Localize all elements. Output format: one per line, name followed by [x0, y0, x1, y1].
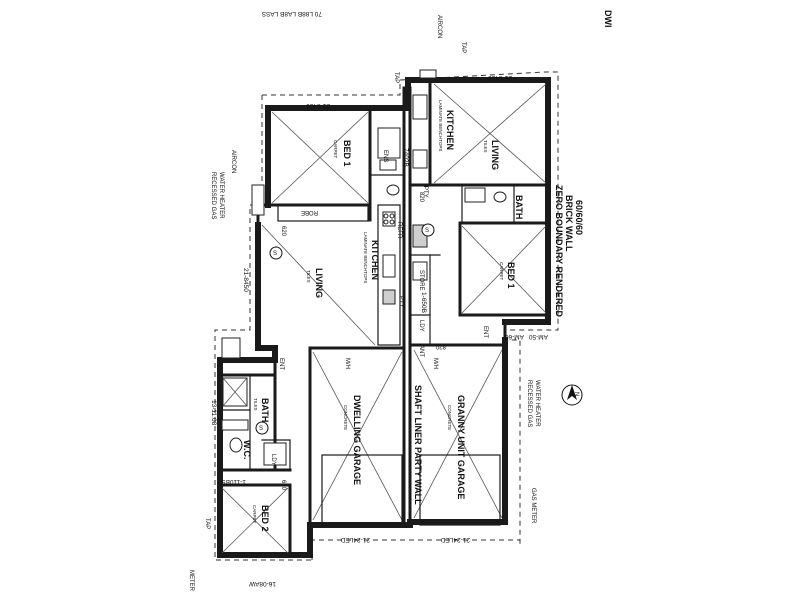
smoke-alarm-living-left: [269, 246, 283, 260]
ens-label: ENS: [382, 150, 388, 162]
meter-note: METER: [188, 570, 194, 592]
bed2-label: BED 2: [260, 505, 270, 532]
north-label: N: [573, 392, 579, 396]
smoke-alarm-left: [255, 421, 269, 435]
mh-right-label: M/H: [432, 358, 438, 369]
dim-door-4: 620: [280, 480, 286, 491]
water-heater-left: [251, 184, 265, 216]
party-wall: [402, 86, 412, 527]
garage-unit-finish: CONCRETE: [447, 405, 452, 430]
ceiling-diagonals: [221, 83, 547, 554]
ldy-left-label: LDY: [270, 454, 276, 466]
external-walls: [217, 77, 551, 558]
ant-label: ANT: [418, 345, 424, 357]
bath-left-label: BATH: [260, 398, 270, 422]
living-left-finish: TILES: [306, 270, 311, 283]
pantry-left: [382, 289, 396, 305]
refr-label: REFR: [396, 222, 402, 239]
dim-bottom-2: 21-24LED: [440, 536, 470, 543]
boundary-note-3: 60/60/60: [574, 200, 584, 235]
garage-dwelling-label: DWELLING GARAGE: [352, 395, 362, 485]
smoke-alarms: S S S: [255, 223, 435, 435]
dim-right-mid: AM-60: [504, 333, 524, 340]
bed1-right-finish: CARPET: [499, 262, 504, 281]
bed2-finish: CARPET: [252, 505, 257, 524]
ldy-right-label: LDY: [418, 320, 424, 332]
robe-left-label: ROBE: [301, 209, 318, 215]
bed1-right-label: BED 1: [506, 262, 516, 289]
kitchen-left-note: LAMINATE BENCHTOPS: [363, 232, 368, 283]
sink-right: [412, 94, 428, 120]
dim-bottom-left: 16-08AW: [248, 580, 276, 587]
laundry-tub-left: [263, 442, 287, 466]
toilet-ens: [386, 184, 400, 196]
tap-bottom-note: TAP: [204, 518, 210, 529]
smoke-label-1: S: [273, 251, 277, 257]
living-right-label: LIVING: [490, 140, 500, 170]
shower-ens: [377, 127, 401, 159]
basin-right: [464, 187, 486, 203]
tap-top-note: TAP: [460, 42, 466, 53]
smoke-label-2: S: [425, 228, 429, 234]
pty-right-label: PTY: [422, 186, 428, 198]
dim-bath: 1-110B5: [222, 478, 246, 485]
boundary-note-2: BRICK WALL: [564, 195, 574, 252]
smoke-label-3: S: [259, 426, 263, 432]
north-arrow-icon: N: [561, 384, 583, 406]
bath-right-label: BATH: [514, 195, 524, 219]
gas-right-note: RECESSED GAS: [526, 380, 532, 427]
dim-door-2: 820: [418, 192, 424, 203]
aircon-top-note: AIRCON: [436, 15, 442, 38]
aircon-left-note: AIRCON: [230, 150, 236, 173]
bath-left-finish: TILES: [253, 398, 258, 411]
kitchen-right-label: KITCHEN: [445, 110, 455, 150]
aircon-unit-top: [419, 69, 437, 79]
boundary-note: ZERO BOUNDARY RENDERED: [554, 185, 564, 318]
dim-left-mid: 21-8450: [242, 268, 249, 292]
gas-left-note-2: WATER HEATER: [218, 172, 224, 219]
garage-unit-label: GRANNY UNIT GARAGE: [456, 395, 466, 499]
store-label: STORE: [418, 270, 424, 291]
dim-kit: 7402B: [402, 148, 409, 167]
gas-meter-note: GAS METER: [530, 488, 536, 524]
kitchen-right-note: LAMINATE BENCHTOPS: [438, 100, 443, 151]
dim-living: 1-650B: [420, 292, 427, 313]
ent-right-label: ENT: [482, 326, 488, 338]
mh-left-label: M/H: [344, 358, 350, 369]
party-wall-note: SHAFT LINER PARTY WALL: [413, 385, 423, 505]
living-right-finish: TILES: [483, 140, 488, 153]
garage-dwelling-finish: CONCRETE: [343, 405, 348, 430]
sink-left: [382, 254, 396, 278]
bed1-left-finish: CARPET: [333, 140, 338, 159]
tap-top-note-2: TAP: [393, 72, 399, 83]
bed1-left-label: BED 1: [342, 140, 352, 167]
gas-left-note: RECESSED GAS: [210, 172, 216, 219]
dim-right-top: AM-50: [528, 333, 548, 340]
kitchen-left-label: KITCHEN: [370, 240, 380, 280]
internal-walls: [218, 78, 550, 557]
fixtures: [221, 69, 507, 526]
dim-door-3: 820: [435, 343, 446, 349]
doc-code: DWI: [603, 10, 613, 28]
toilet-wc: [229, 437, 243, 453]
dim-top-right: 21-8450: [488, 74, 512, 81]
top-note: 70 L88B LA8B LASS: [261, 10, 322, 17]
gas-right-note-2: WATER HEATER: [534, 380, 540, 427]
dim-bottom-1: 21-24LED: [340, 536, 370, 543]
smoke-alarm-right: [421, 223, 435, 237]
dim-wc: 13-11:08: [210, 400, 217, 426]
dim-top-left: 21-8450: [306, 102, 330, 109]
wc-label: W.C.: [242, 440, 252, 460]
ent-left-label: ENT: [278, 358, 284, 370]
labels: DWI 70 L88B LA8B LASS BED 1 CARPET ROBE …: [188, 10, 613, 592]
living-left-label: LIVING: [314, 268, 324, 298]
dim-door-1: 620: [280, 226, 286, 237]
pty-left-label: PTY: [398, 296, 404, 308]
